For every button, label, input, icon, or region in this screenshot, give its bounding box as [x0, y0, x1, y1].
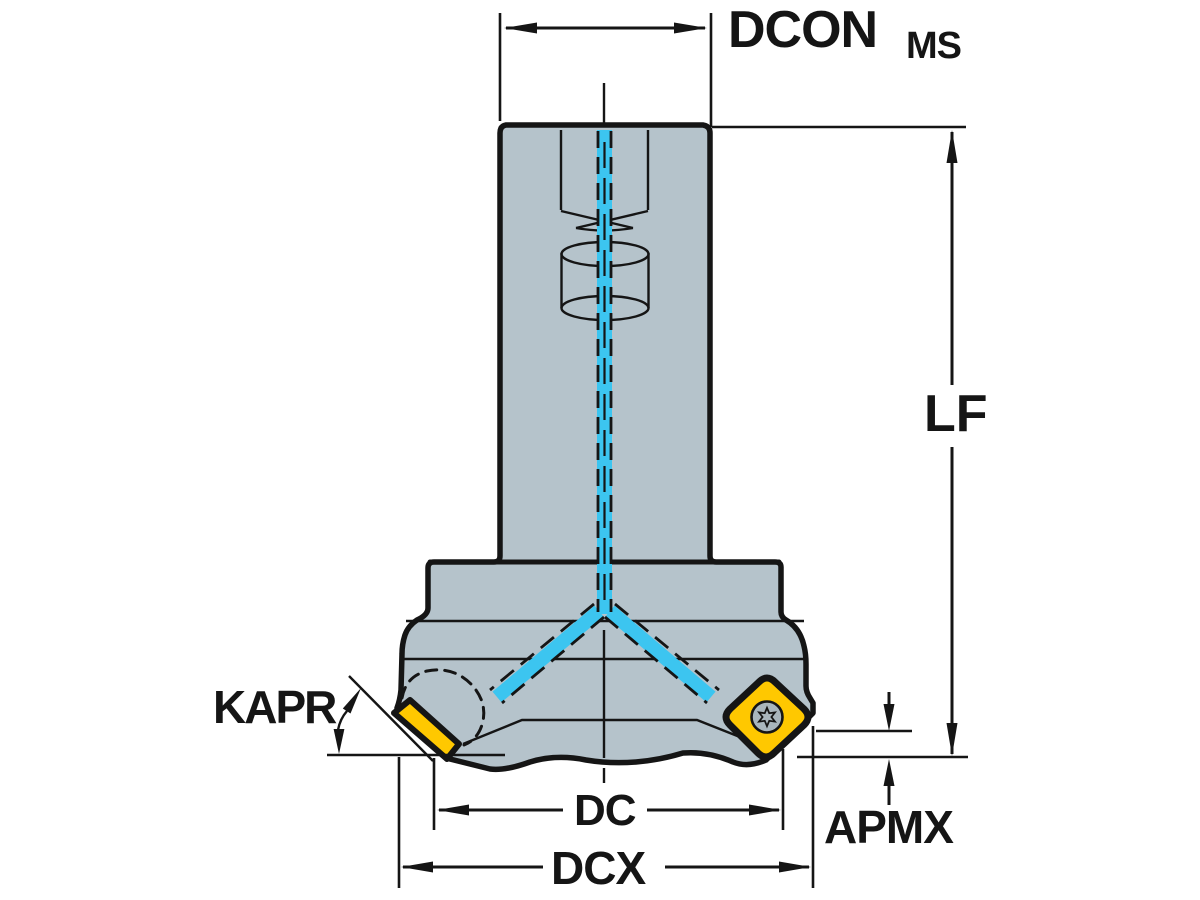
dcon-dimension — [498, 13, 713, 127]
kapr-dimension — [327, 688, 505, 757]
coolant-branch-right — [605, 605, 716, 703]
coolant-branch-left — [492, 605, 604, 703]
hidden-coolant-lines — [489, 131, 720, 705]
lf-label: LF — [924, 385, 988, 443]
dcon-subscript-label: MS — [906, 25, 961, 67]
apmx-label: APMX — [824, 801, 954, 853]
dcon-label: DCON — [728, 1, 877, 59]
dc-dimension — [432, 749, 785, 830]
torx-screw-icon — [750, 700, 784, 734]
kapr-label: KAPR — [213, 681, 337, 733]
dc-label: DC — [574, 786, 636, 835]
dcx-dimension — [397, 726, 815, 888]
bottom-chamfer-line — [462, 718, 751, 746]
insert-pocket-dashed — [400, 668, 486, 747]
lf-dimension — [712, 125, 968, 759]
coolant-channel — [489, 130, 720, 705]
dcx-label: DCX — [551, 842, 646, 894]
kapr-edge-line — [348, 675, 434, 762]
apmx-dimension — [816, 692, 912, 805]
left-insert — [391, 697, 462, 762]
